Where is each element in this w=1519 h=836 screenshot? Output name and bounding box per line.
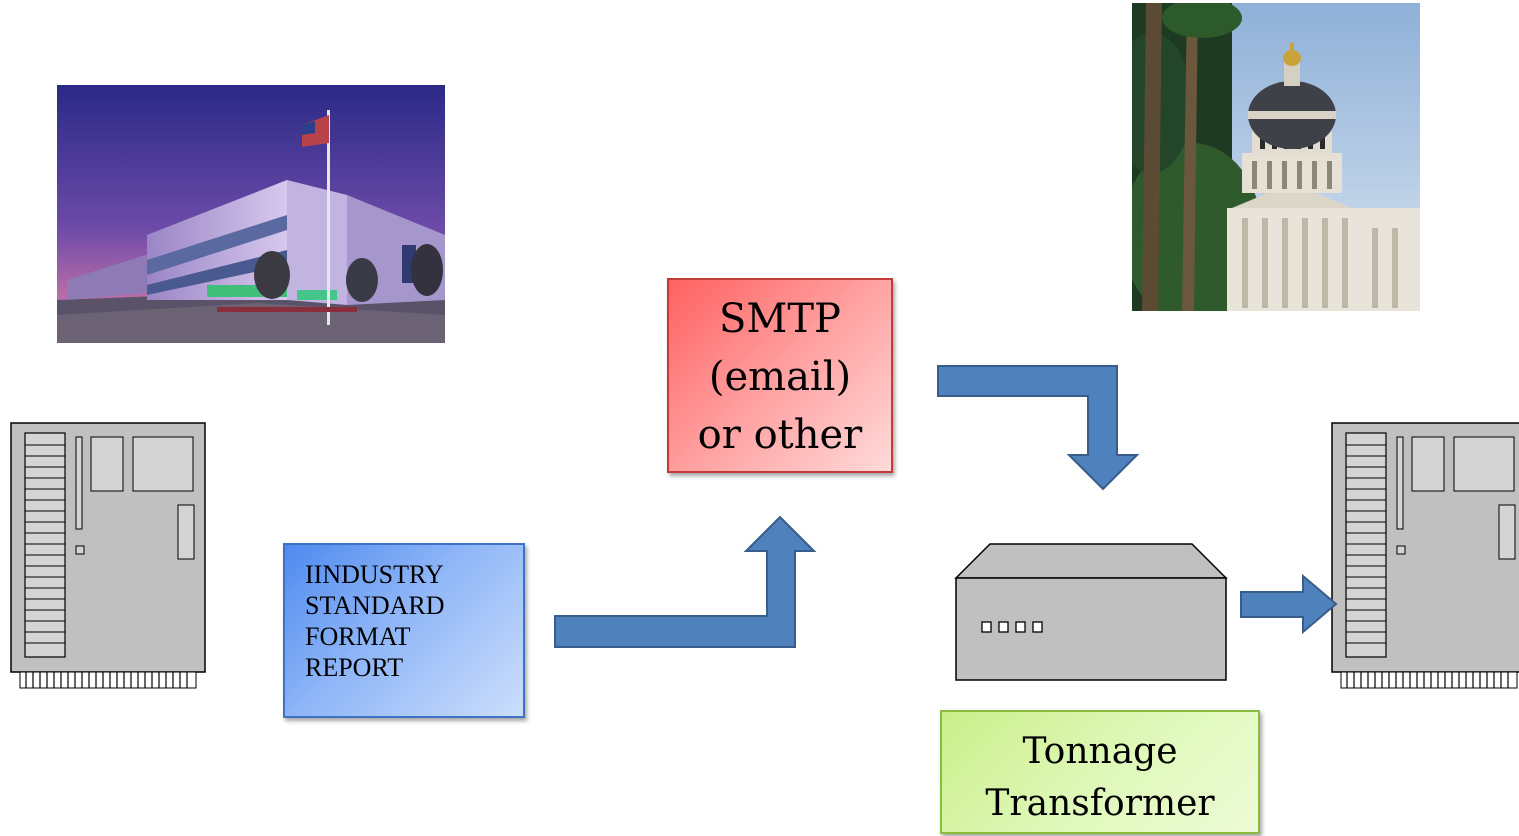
- smtp-line: (email): [708, 354, 852, 400]
- report-line: IINDUSTRY: [305, 560, 444, 589]
- report-line: FORMAT: [305, 622, 411, 651]
- state-capitol-photo: [1132, 3, 1420, 311]
- industry-standard-report-box: IINDUSTRY STANDARD FORMAT REPORT: [283, 543, 525, 718]
- report-line: STANDARD: [305, 591, 445, 620]
- bent-down-arrow: [937, 365, 1140, 491]
- transformer-appliance-icon: [954, 543, 1228, 681]
- right-server-icon: [1331, 422, 1519, 689]
- left-server-icon: [10, 422, 206, 689]
- smtp-box: SMTP (email) or other: [667, 278, 893, 473]
- office-building-photo: [57, 85, 445, 343]
- tonnage-transformer-box: Tonnage Transformer: [940, 710, 1260, 834]
- smtp-line: or other: [697, 412, 863, 458]
- tonnage-line: Tonnage: [1022, 731, 1178, 772]
- smtp-line: SMTP: [719, 296, 841, 342]
- bent-up-arrow: [554, 515, 817, 648]
- right-arrow: [1240, 573, 1338, 635]
- report-line: REPORT: [305, 653, 404, 682]
- tonnage-line: Transformer: [985, 783, 1215, 824]
